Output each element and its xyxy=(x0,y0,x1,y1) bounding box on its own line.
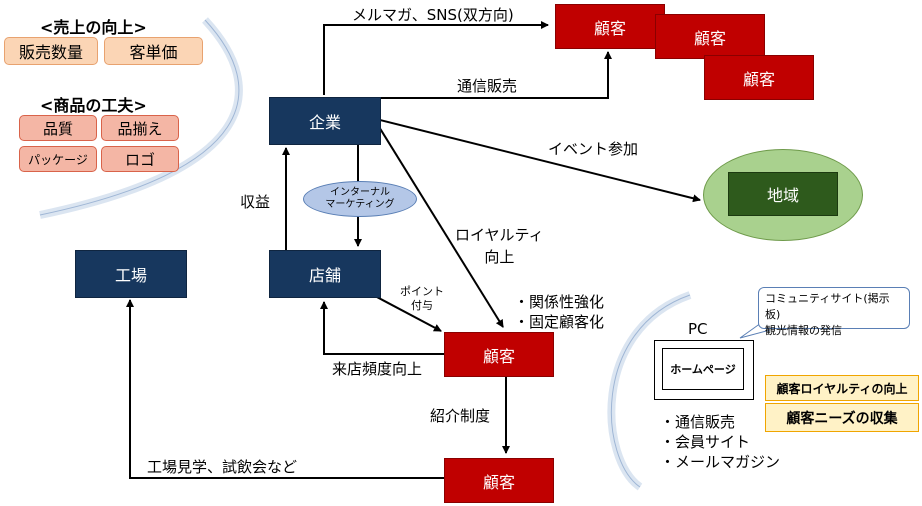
pc-list-item-2: ・会員サイト xyxy=(660,433,751,451)
node-customer-top-3: 顧客 xyxy=(704,55,814,100)
label-relation-line-1: ・関係性強化 xyxy=(514,293,605,311)
node-customer-top-2: 顧客 xyxy=(655,14,765,59)
sales-item-volume: 販売数量 xyxy=(4,37,98,65)
arrow-factory-tour xyxy=(126,299,444,479)
node-customer-top-1: 顧客 xyxy=(555,4,665,49)
pc-list-item-3: ・メールマガジン xyxy=(660,453,781,471)
arrow-visit xyxy=(320,301,444,355)
arrow-loyalty xyxy=(375,121,504,328)
label-relation-line-2: ・固定顧客化 xyxy=(514,313,605,331)
arrow-event xyxy=(379,119,701,203)
label-revenue: 収益 xyxy=(240,193,271,211)
node-region: 地域 xyxy=(728,172,838,216)
sales-item-unit-price: 客単価 xyxy=(104,37,203,65)
badge-needs: 顧客ニーズの収集 xyxy=(765,403,919,432)
product-item-quality: 品質 xyxy=(19,115,97,141)
label-mail-order: 通信販売 xyxy=(457,77,518,95)
arrow-mail-order xyxy=(380,51,612,99)
product-heading: <商品の工夫> xyxy=(40,96,147,115)
node-factory: 工場 xyxy=(75,250,187,298)
label-referral: 紹介制度 xyxy=(430,407,491,425)
label-mailmag: メルマガ、SNS(双方向) xyxy=(352,6,514,24)
sales-heading: <売上の向上> xyxy=(40,18,147,37)
label-loyalty-line-2: 向上 xyxy=(484,248,515,266)
label-event: イベント参加 xyxy=(548,140,639,158)
node-company: 企業 xyxy=(269,97,381,145)
internal-marketing-line-2: マーケティング xyxy=(325,199,395,210)
callout-line-2: 観光情報の発信 xyxy=(765,324,842,337)
node-store: 店舗 xyxy=(269,250,381,298)
pc-list-item-1: ・通信販売 xyxy=(660,413,736,431)
product-item-package: パッケージ xyxy=(19,146,97,172)
label-loyalty-line-1: ロイヤルティ xyxy=(455,226,544,244)
label-points-line-1: ポイント xyxy=(400,285,444,298)
callout-box: コミュニティサイト(掲示板) 観光情報の発信 xyxy=(758,287,910,337)
arrow-points xyxy=(374,295,442,332)
pc-label: PC xyxy=(688,320,708,338)
internal-marketing: インターナル マーケティング xyxy=(303,181,417,217)
product-item-assortment: 品揃え xyxy=(101,115,179,141)
label-factory-tour: 工場見学、試飲会など xyxy=(147,458,298,476)
label-points-line-2: 付与 xyxy=(411,299,433,312)
label-relation: ・関係性強化 ・固定顧客化 xyxy=(514,292,604,332)
callout-line-1: コミュニティサイト(掲示板) xyxy=(765,292,890,321)
product-item-logo: ロゴ xyxy=(101,146,179,172)
label-points: ポイント 付与 xyxy=(400,285,444,313)
internal-marketing-line-1: インターナル xyxy=(330,187,390,198)
homepage-screen: ホームページ xyxy=(662,348,744,390)
badge-loyalty: 顧客ロイヤルティの向上 xyxy=(765,375,919,401)
label-loyalty: ロイヤルティ 向上 xyxy=(455,224,544,268)
node-customer-bottom: 顧客 xyxy=(444,458,554,503)
arrow-mailmag xyxy=(323,21,549,95)
pc-list: ・通信販売 ・会員サイト ・メールマガジン xyxy=(660,412,780,472)
label-visit-freq: 来店頻度向上 xyxy=(332,360,423,378)
node-customer-mid: 顧客 xyxy=(444,332,554,377)
